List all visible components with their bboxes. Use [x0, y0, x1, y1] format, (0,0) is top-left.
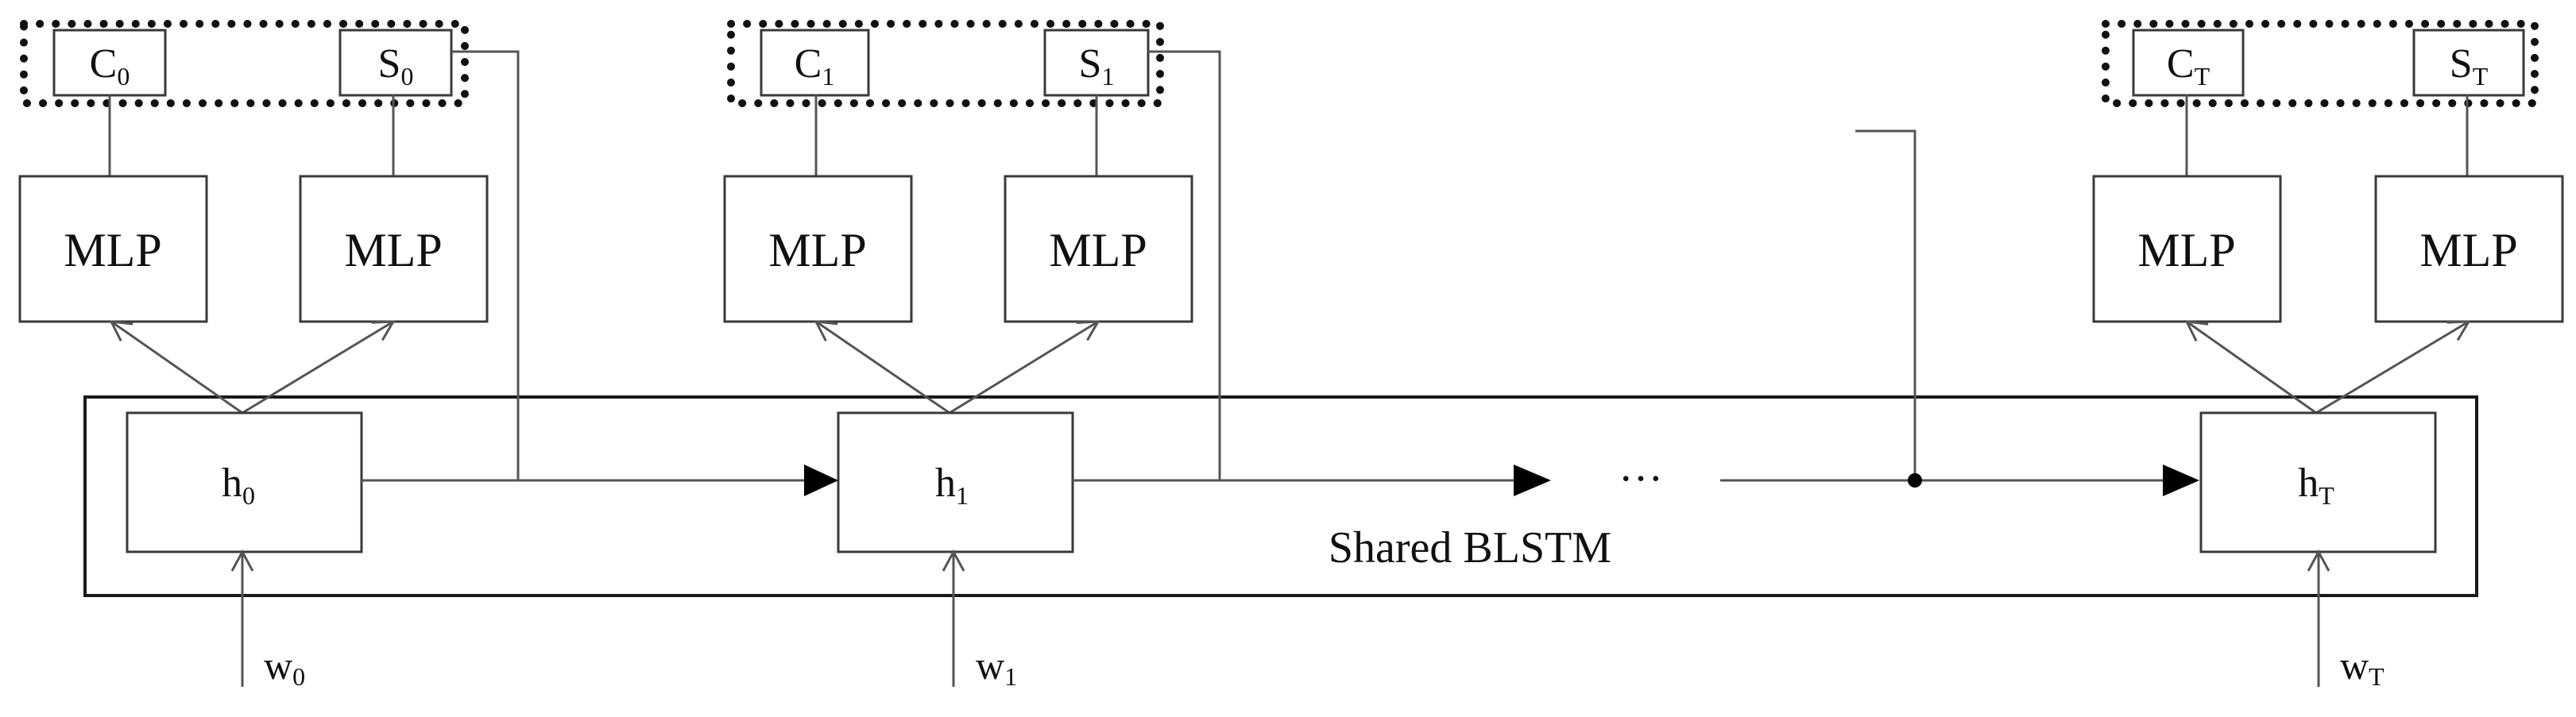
- s-box-1: [1043, 29, 1150, 97]
- junction-dot: [1908, 473, 1922, 488]
- mlp-box-right-0: [299, 175, 489, 323]
- h-label-0: h0: [222, 461, 255, 510]
- mlp-label-left-0: MLP: [64, 224, 161, 276]
- ellipsis-to-ht-arrowhead: [2163, 465, 2199, 496]
- h-to-mlp-right-arrow-t: [2315, 320, 2471, 414]
- w-label-0: w0: [264, 643, 305, 691]
- s-label-t: ST: [2450, 41, 2489, 91]
- c-label-1: C1: [795, 41, 835, 91]
- h-label-t: hT: [2298, 461, 2334, 510]
- st-prev-feedback-line: [1855, 129, 1917, 480]
- c-box-t: [2132, 29, 2245, 97]
- shared-blstm-container: [83, 395, 2478, 597]
- mlp-label-left-t: MLP: [2137, 224, 2235, 276]
- h0-to-h1-arrowhead: [804, 465, 838, 496]
- output-group-t: [2102, 20, 2539, 107]
- h-to-mlp-left-arrow-1: [814, 320, 950, 414]
- ellipsis-text: …: [1619, 441, 1663, 491]
- h-to-mlp-right-arrow-1: [949, 320, 1100, 414]
- h-label-1: h1: [935, 461, 969, 510]
- c-label-t: CT: [2167, 41, 2210, 91]
- s-box-0: [338, 29, 453, 97]
- column-t: CT ST MLP MLP hT wT: [2092, 20, 2564, 691]
- w-label-1: w1: [976, 643, 1017, 691]
- s-box-t: [2412, 29, 2525, 97]
- c-label-0: C0: [90, 41, 130, 91]
- h-box-t: [2199, 411, 2437, 553]
- s0-feedback-line: [451, 50, 520, 480]
- output-group-1: [727, 20, 1164, 107]
- w-label-t: wT: [2340, 643, 2385, 691]
- mlp-box-right-t: [2374, 175, 2564, 323]
- mlp-label-right-1: MLP: [1049, 224, 1147, 276]
- mlp-box-left-0: [18, 175, 208, 323]
- mlp-box-left-1: [723, 175, 913, 323]
- h-to-mlp-right-arrow-0: [242, 320, 396, 414]
- c-box-1: [760, 29, 870, 97]
- output-group-0: [20, 20, 469, 107]
- s1-feedback-line: [1148, 50, 1221, 480]
- column-1: C1 S1 MLP MLP h1 w1: [723, 20, 1193, 691]
- mlp-label-left-1: MLP: [768, 224, 866, 276]
- s-label-1: S1: [1079, 41, 1115, 91]
- h-to-mlp-left-arrow-0: [109, 320, 243, 414]
- s-label-0: S0: [378, 41, 414, 91]
- shared-blstm-label: Shared BLSTM: [1329, 523, 1611, 572]
- mlp-label-right-t: MLP: [2419, 224, 2517, 276]
- h-to-mlp-left-arrow-t: [2184, 320, 2317, 414]
- mlp-label-right-0: MLP: [344, 224, 442, 276]
- c-box-0: [52, 29, 167, 97]
- column-0: C0 S0 MLP MLP h0 w0: [18, 20, 489, 691]
- h1-to-ellipsis-arrowhead: [1514, 465, 1551, 496]
